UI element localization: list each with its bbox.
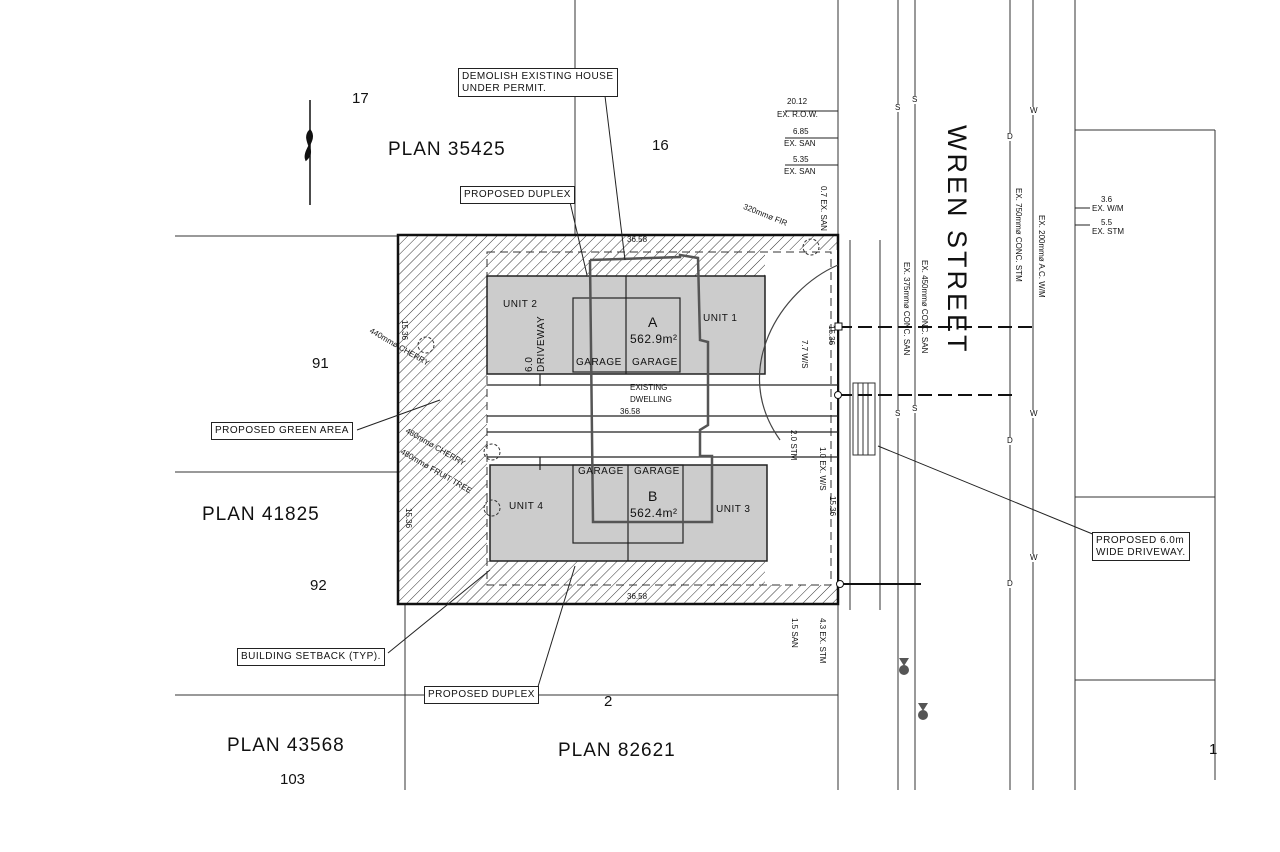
offset-san-value: 6.85 — [793, 127, 809, 136]
offset-value: 1.5 — [790, 618, 799, 630]
dim-mid: 36.58 — [620, 407, 641, 416]
unit-2-label: UNIT 2 — [503, 299, 538, 310]
offset-value: 7.7 — [800, 340, 809, 352]
driveway-width-value: 6.0 — [524, 356, 535, 372]
lot-103: 103 — [280, 771, 306, 788]
offset-label: W/S — [800, 353, 809, 369]
line-code-d: D — [1007, 436, 1013, 445]
line-code-s: S — [895, 409, 901, 418]
lot-17: 17 — [352, 90, 369, 107]
offset-san-15: 1.5 SAN — [790, 618, 799, 648]
line-code-s: S — [912, 95, 918, 104]
driveway-width-label: DRIVEWAY — [536, 315, 547, 372]
callout-driveway: PROPOSED 6.0m WIDE DRIVEWAY. — [1092, 532, 1190, 561]
callout-demolish: DEMOLISH EXISTING HOUSE UNDER PERMIT. — [458, 68, 618, 97]
line-code-d: D — [1007, 132, 1013, 141]
offset-label: EX. W/S — [818, 460, 827, 491]
offset-label: EX. SAN — [819, 199, 828, 231]
dim-right-bottom: 15.36 — [828, 496, 837, 517]
offset-row-label: EX. R.O.W. — [777, 110, 818, 119]
unit-3-label: UNIT 3 — [716, 504, 751, 515]
offset-label: SAN — [790, 631, 799, 648]
offset-san-value: 5.35 — [793, 155, 809, 164]
offset-value: 0.7 — [819, 186, 828, 198]
offset-stm-20: 2.0 STM — [789, 430, 798, 461]
offset-row-value: 20.12 — [787, 97, 808, 106]
callout-proposed-duplex-top: PROPOSED DUPLEX — [460, 186, 575, 204]
unit-4-label: UNIT 4 — [509, 501, 544, 512]
offset-stm-43: 4.3 EX. STM — [818, 618, 827, 664]
lot-92: 92 — [310, 577, 327, 594]
utility-wm-200: EX. 200mmø A.C. W/M — [1037, 215, 1046, 298]
plan-35425: PLAN 35425 — [388, 139, 506, 160]
line-code-w: W — [1030, 106, 1038, 115]
plan-41825: PLAN 41825 — [202, 504, 320, 525]
offset-value: 1.0 — [818, 447, 827, 459]
street-name: WREN STREET — [942, 125, 972, 355]
callout-line: PROPOSED 6.0m — [1096, 535, 1185, 546]
garage-label: GARAGE — [576, 357, 622, 368]
offset-ws-77: 7.7 W/S — [800, 340, 809, 369]
line-code-s: S — [912, 404, 918, 413]
line-code-w: W — [1030, 553, 1038, 562]
lot-16: 16 — [652, 137, 669, 154]
offset-value: 2.0 — [789, 430, 798, 442]
dim-left-bottom: 15.36 — [404, 508, 413, 529]
dim-top: 36.58 — [627, 235, 648, 244]
offset-label: EX. STM — [818, 631, 827, 664]
utility-san-450: EX. 450mmø CONC. SAN — [920, 260, 929, 354]
callout-line: DEMOLISH EXISTING HOUSE — [462, 71, 614, 82]
unit-1-label: UNIT 1 — [703, 313, 738, 324]
line-code-d: D — [1007, 579, 1013, 588]
existing-dwelling-label: EXISTING — [630, 383, 668, 392]
offset-stm-value: 5.5 — [1101, 218, 1113, 227]
offset-san-label: EX. SAN — [784, 167, 816, 176]
callout-line: WIDE DRIVEWAY. — [1096, 546, 1186, 558]
offset-ws-10: 1.0 EX. W/S — [818, 447, 827, 491]
manholes — [899, 658, 928, 720]
garage-label: GARAGE — [578, 466, 624, 477]
lot-1: 1 — [1209, 741, 1218, 758]
callout-green-area: PROPOSED GREEN AREA — [211, 422, 353, 440]
callout-proposed-duplex-bottom: PROPOSED DUPLEX — [424, 686, 539, 704]
proposed-driveway — [852, 382, 876, 456]
callout-setback: BUILDING SETBACK (TYP). — [237, 648, 385, 666]
garage-label: GARAGE — [632, 357, 678, 368]
offset-wm-value: 3.6 — [1101, 195, 1113, 204]
tree-symbols — [417, 238, 820, 517]
lot-a-area: 562.9m² — [630, 332, 678, 346]
offset-stm-label: EX. STM — [1092, 227, 1125, 236]
existing-dwelling-label: DWELLING — [630, 395, 672, 404]
offset-wm-label: EX. W/M — [1092, 204, 1124, 213]
dim-left-top: 15.36 — [400, 320, 409, 341]
utility-san-375: EX. 375mmø CONC. SAN — [902, 262, 911, 356]
lot-2: 2 — [604, 693, 613, 710]
lot-91: 91 — [312, 355, 329, 372]
offset-san-label: EX. SAN — [784, 139, 816, 148]
offset-label: STM — [789, 443, 798, 461]
garage-label: GARAGE — [634, 466, 680, 477]
lot-b-area: 562.4m² — [630, 506, 678, 520]
service-connections — [838, 326, 1033, 396]
callout-leaders — [356, 95, 1096, 691]
utility-stm-750: EX. 750mmø CONC. STM — [1014, 188, 1023, 282]
north-arrow-icon — [304, 100, 313, 205]
offset-san-07: 0.7 EX. SAN — [819, 186, 828, 231]
plan-82621: PLAN 82621 — [558, 740, 676, 761]
offset-value: 4.3 — [818, 618, 827, 630]
lot-a-letter: A — [648, 314, 658, 330]
existing-dwelling-outline — [588, 253, 714, 524]
line-code-w: W — [1030, 409, 1038, 418]
plan-43568: PLAN 43568 — [227, 735, 345, 756]
dim-bottom: 36.58 — [627, 592, 648, 601]
callout-line: UNDER PERMIT. — [462, 82, 547, 94]
lot-b-letter: B — [648, 488, 658, 504]
dim-right-top: 15.36 — [827, 325, 836, 346]
line-code-s: S — [895, 103, 901, 112]
